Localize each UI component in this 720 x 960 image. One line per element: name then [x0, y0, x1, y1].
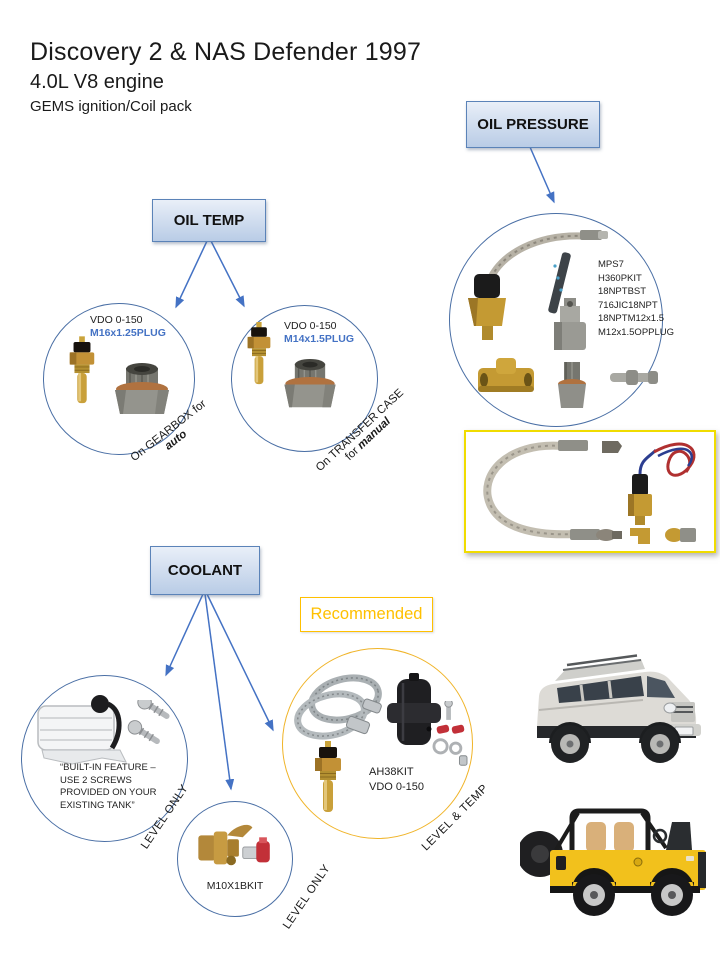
- tube-icon: [548, 252, 571, 314]
- red-terminal-icon: [256, 841, 270, 863]
- temp-sensor-icon: [69, 336, 95, 404]
- coolant-m10-circle: M10X1BKIT: [177, 801, 293, 917]
- coolant-tank-icon: [37, 695, 127, 765]
- defender-image: [520, 792, 710, 927]
- hose-end-fitting-icon: [558, 440, 588, 451]
- seat-icon: [614, 822, 634, 852]
- part-number: 18NPTBST: [598, 286, 647, 297]
- fitting-code: M14x1.5PLUG: [284, 333, 355, 345]
- wire-coil-icon: [653, 442, 696, 477]
- pressure-sender-icon: [628, 442, 696, 525]
- temp-sensor-icon: [247, 322, 271, 385]
- m10-kit-label: M10X1BKIT: [206, 880, 264, 892]
- lever-icon: [227, 824, 253, 838]
- arrow-oiltemp-to-gearbox: [175, 240, 208, 309]
- arrow-coolant-to-ah38: [206, 593, 274, 732]
- oil-plug-icon: [284, 358, 336, 408]
- screws-icon: [127, 700, 170, 745]
- page-title: Discovery 2 & NAS Defender 1997: [30, 38, 422, 66]
- coolant-ah38-circle: AH38KIT VDO 0-150: [282, 648, 473, 839]
- header: Discovery 2 & NAS Defender 1997 4.0L V8 …: [30, 38, 421, 115]
- recommended-tag: Recommended: [300, 597, 433, 632]
- brass-level-fitting-icon: [198, 824, 270, 866]
- coolant-box: COOLANT: [150, 546, 260, 595]
- part-number: 716JIC18NPT: [598, 299, 658, 311]
- page-subtitle: 4.0L V8 engine: [30, 71, 164, 93]
- oil-pressure-box: OIL PRESSURE: [466, 101, 600, 148]
- oil-plug-icon: [115, 363, 169, 414]
- fitting-code: M16x1.25PLUG: [90, 327, 166, 339]
- cone-fitting-icon: [602, 441, 622, 453]
- brass-elbow-icon: [630, 528, 650, 544]
- arrow-coolant-to-m10: [204, 593, 235, 791]
- page-tagline: GEMS ignition/Coil pack: [30, 98, 192, 115]
- pressure-sensor-icon: [468, 274, 506, 340]
- hose-adapter-icon: [387, 673, 441, 745]
- part-number: 18NPTM12x1.5: [598, 313, 665, 324]
- oil-temp-gearbox-circle: VDO 0-150 M16x1.25PLUG: [43, 303, 195, 455]
- kit-parts-image: [483, 440, 696, 544]
- plug-fitting-icon: [558, 362, 586, 408]
- product-name: VDO 0-150: [284, 320, 337, 332]
- brass-tee-icon: [478, 358, 534, 392]
- seat-icon: [586, 822, 606, 852]
- steel-adapter-icon: [554, 298, 586, 350]
- ah38-kit-label: AH38KIT: [369, 766, 414, 778]
- coolant-tank-circle: “BUILT-IN FEATURE – USE 2 SCREWS PROVIDE…: [21, 675, 188, 842]
- temp-sensor-icon: [315, 741, 341, 812]
- tank-note: “BUILT-IN FEATURE – USE 2 SCREWS PROVIDE…: [60, 762, 157, 811]
- part-number: H360PKIT: [598, 272, 642, 284]
- roll-bar-icon: [569, 808, 651, 852]
- product-name: VDO 0-150: [90, 314, 143, 326]
- oil-pressure-kit-box: [464, 430, 716, 553]
- oil-temp-box: OIL TEMP: [152, 199, 266, 242]
- oil-pressure-parts-list: MPS7 H360PKIT 18NPTBST 716JIC18NPT 18NPT…: [598, 258, 674, 339]
- part-number: MPS7: [598, 259, 624, 270]
- arrow-coolant-to-tank: [165, 593, 204, 677]
- part-number: M12x1.5OPPLUG: [598, 326, 675, 338]
- arrow-oilpressure-to-circle: [529, 146, 555, 204]
- arrow-oiltemp-to-transfer: [210, 240, 245, 308]
- fasteners-icon: [432, 701, 468, 766]
- discovery-image: [523, 648, 708, 773]
- hose-clamps-icon: [294, 674, 382, 740]
- oil-temp-transfer-circle: VDO 0-150 M14x1.5PLUG: [231, 305, 378, 452]
- ah38-product-label: VDO 0-150: [369, 781, 425, 793]
- inline-fitting-icon: [610, 370, 658, 385]
- oil-pressure-circle: MPS7 H360PKIT 18NPTBST 716JIC18NPT 18NPT…: [449, 213, 674, 427]
